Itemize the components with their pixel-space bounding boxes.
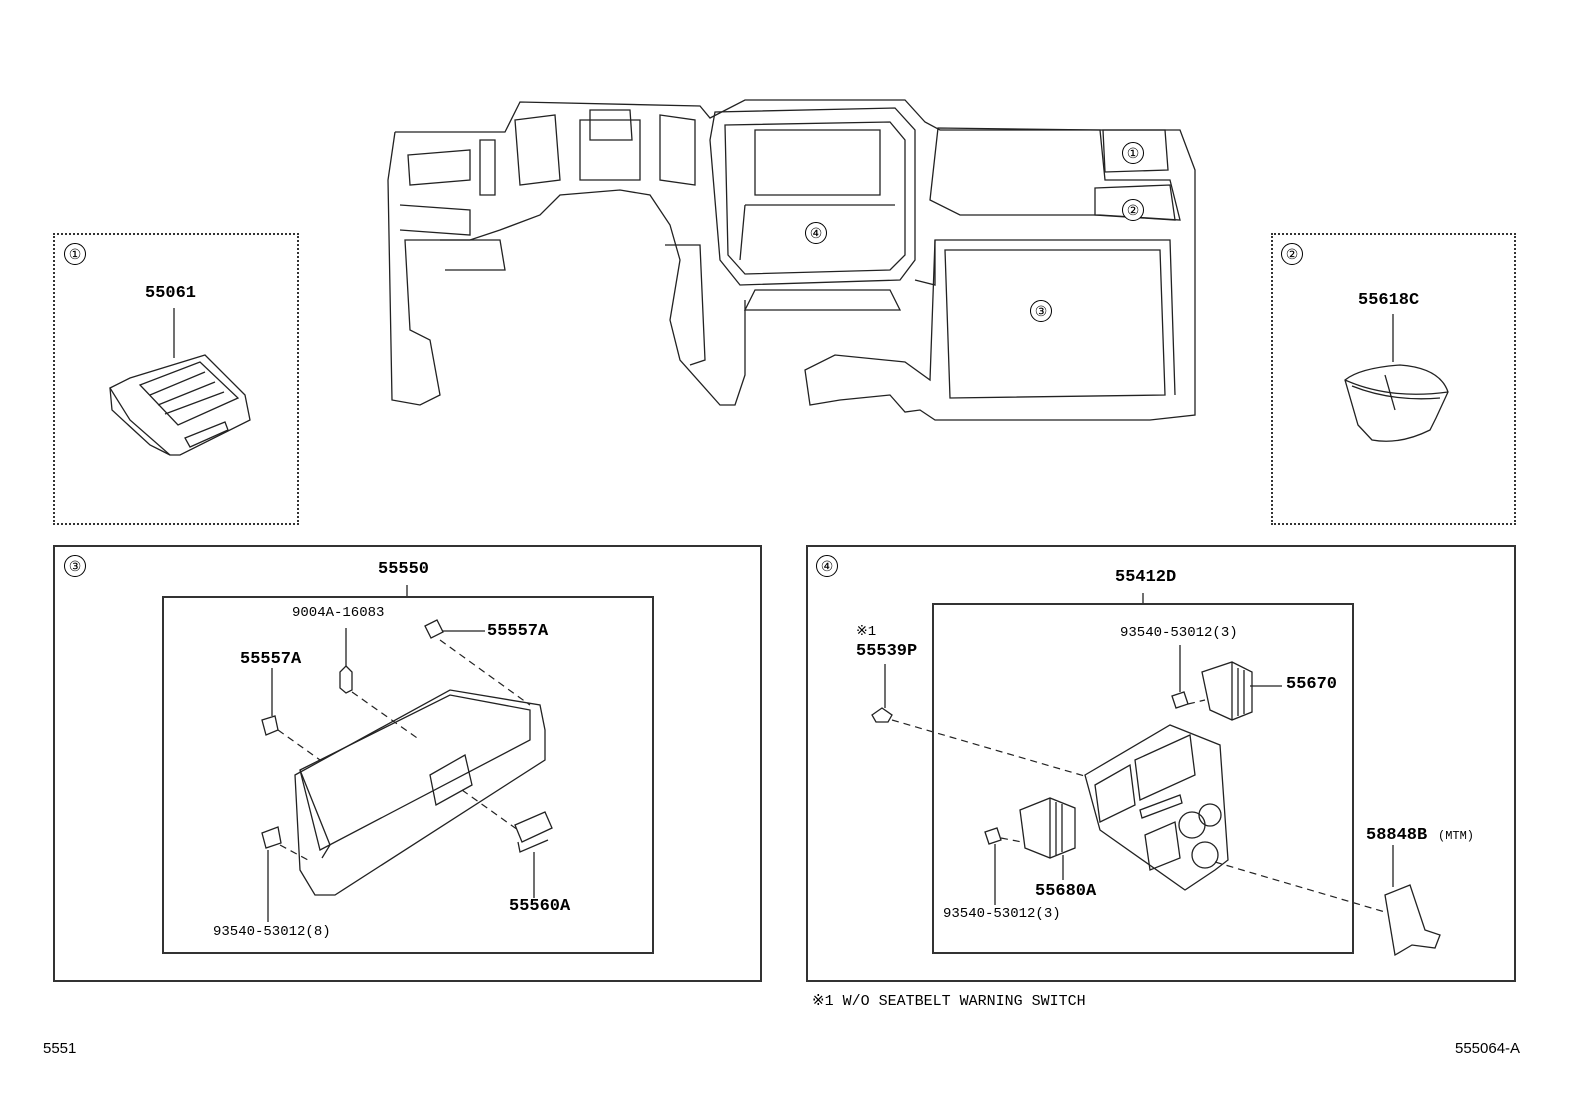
callout-4-box: ④ xyxy=(816,555,838,577)
part-93540-53012-8[interactable]: 93540-53012(8) xyxy=(213,924,331,940)
callout-2-box: ② xyxy=(1281,243,1303,265)
part-9004A-16083[interactable]: 9004A-16083 xyxy=(292,605,385,621)
vent-55061-drawing xyxy=(109,308,251,456)
part-55550[interactable]: 55550 xyxy=(378,560,430,579)
part-55618C[interactable]: 55618C xyxy=(1358,291,1420,310)
glovebox-assembly-frame xyxy=(162,596,654,954)
part-93540-53012-3-top[interactable]: 93540-53012(3) xyxy=(1120,625,1238,641)
part-55539P[interactable]: 55539P xyxy=(856,642,918,661)
center-cluster-assembly-frame xyxy=(932,603,1354,954)
glovebox-drawing xyxy=(261,585,553,922)
cup-55618C-drawing xyxy=(1344,314,1449,442)
part-55557A-left[interactable]: 55557A xyxy=(240,650,302,669)
part-55557A-right[interactable]: 55557A xyxy=(487,622,549,641)
part-55670[interactable]: 55670 xyxy=(1286,675,1338,694)
center-cluster-drawing xyxy=(871,593,1441,957)
detail-box-3 xyxy=(53,545,762,982)
part-55680A[interactable]: 55680A xyxy=(1035,882,1097,901)
detail-box-4 xyxy=(806,545,1516,982)
callout-4-on-panel: ④ xyxy=(805,222,827,244)
footnote-seatbelt: ※1 W/O SEATBELT WARNING SWITCH xyxy=(812,993,1086,1010)
page-code-left: 5551 xyxy=(43,1040,77,1057)
part-58848B-mtm-tag: (MTM) xyxy=(1438,829,1475,843)
part-55412D[interactable]: 55412D xyxy=(1115,568,1177,587)
callout-1-box: ① xyxy=(64,243,86,265)
footnote-mark-1: ※1 xyxy=(856,624,877,640)
detail-box-1 xyxy=(53,233,299,525)
part-93540-53012-3-bottom[interactable]: 93540-53012(3) xyxy=(943,906,1061,922)
part-58848B[interactable]: 58848B xyxy=(1366,826,1428,845)
callout-3-box: ③ xyxy=(64,555,86,577)
part-55560A[interactable]: 55560A xyxy=(509,897,571,916)
instrument-panel-drawing xyxy=(387,99,1196,421)
detail-box-2 xyxy=(1271,233,1516,525)
callout-1-on-panel: ① xyxy=(1122,142,1144,164)
callout-2-on-panel: ② xyxy=(1122,199,1144,221)
diagram-code-right: 555064-A xyxy=(1455,1040,1521,1057)
part-55061[interactable]: 55061 xyxy=(145,284,197,303)
callout-3-on-panel: ③ xyxy=(1030,300,1052,322)
